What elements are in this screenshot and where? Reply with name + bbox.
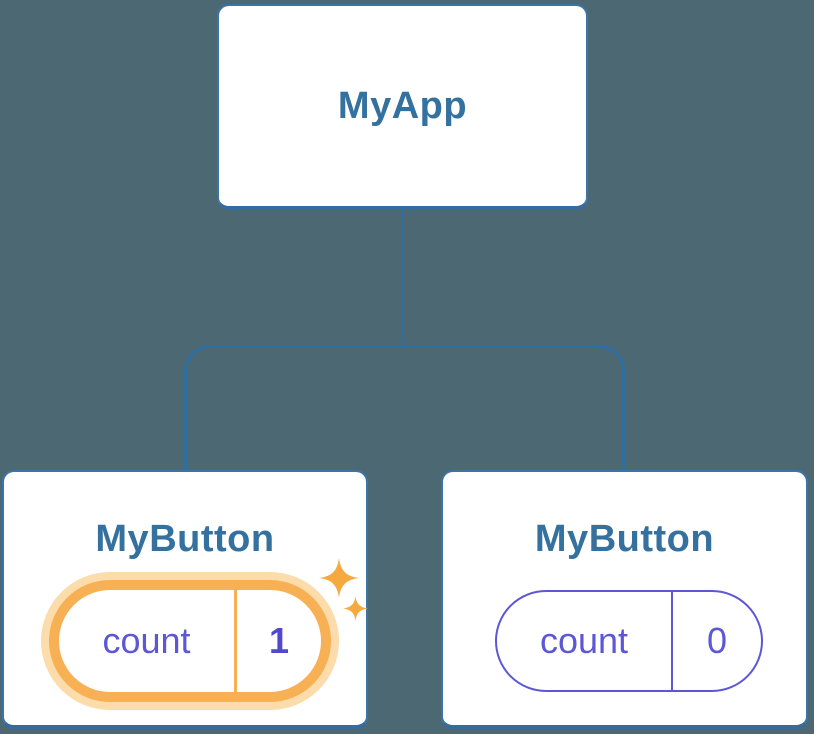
pill-divider	[671, 592, 673, 690]
state-value: 1	[268, 620, 290, 661]
sparkle-icon	[319, 558, 359, 598]
count-state-pill-highlighted[interactable]: count 1	[49, 580, 331, 702]
node-label-mybutton-left: MyButton	[95, 518, 275, 560]
component-node-myapp: MyApp	[217, 4, 588, 210]
connector-root-stem	[401, 209, 404, 348]
state-value: 0	[706, 620, 728, 661]
connector-branch	[184, 345, 625, 470]
pill-divider	[234, 590, 237, 692]
count-state-pill-plain[interactable]: count 0	[495, 590, 763, 692]
node-label-myapp: MyApp	[337, 84, 468, 127]
sparkle-icon	[343, 596, 368, 621]
state-key: count	[539, 620, 629, 661]
state-key: count	[102, 620, 191, 661]
node-label-mybutton-right: MyButton	[534, 518, 715, 560]
component-node-mybutton-left: MyButton count 1	[2, 470, 368, 729]
component-node-mybutton-right: MyButton count 0	[441, 470, 808, 729]
